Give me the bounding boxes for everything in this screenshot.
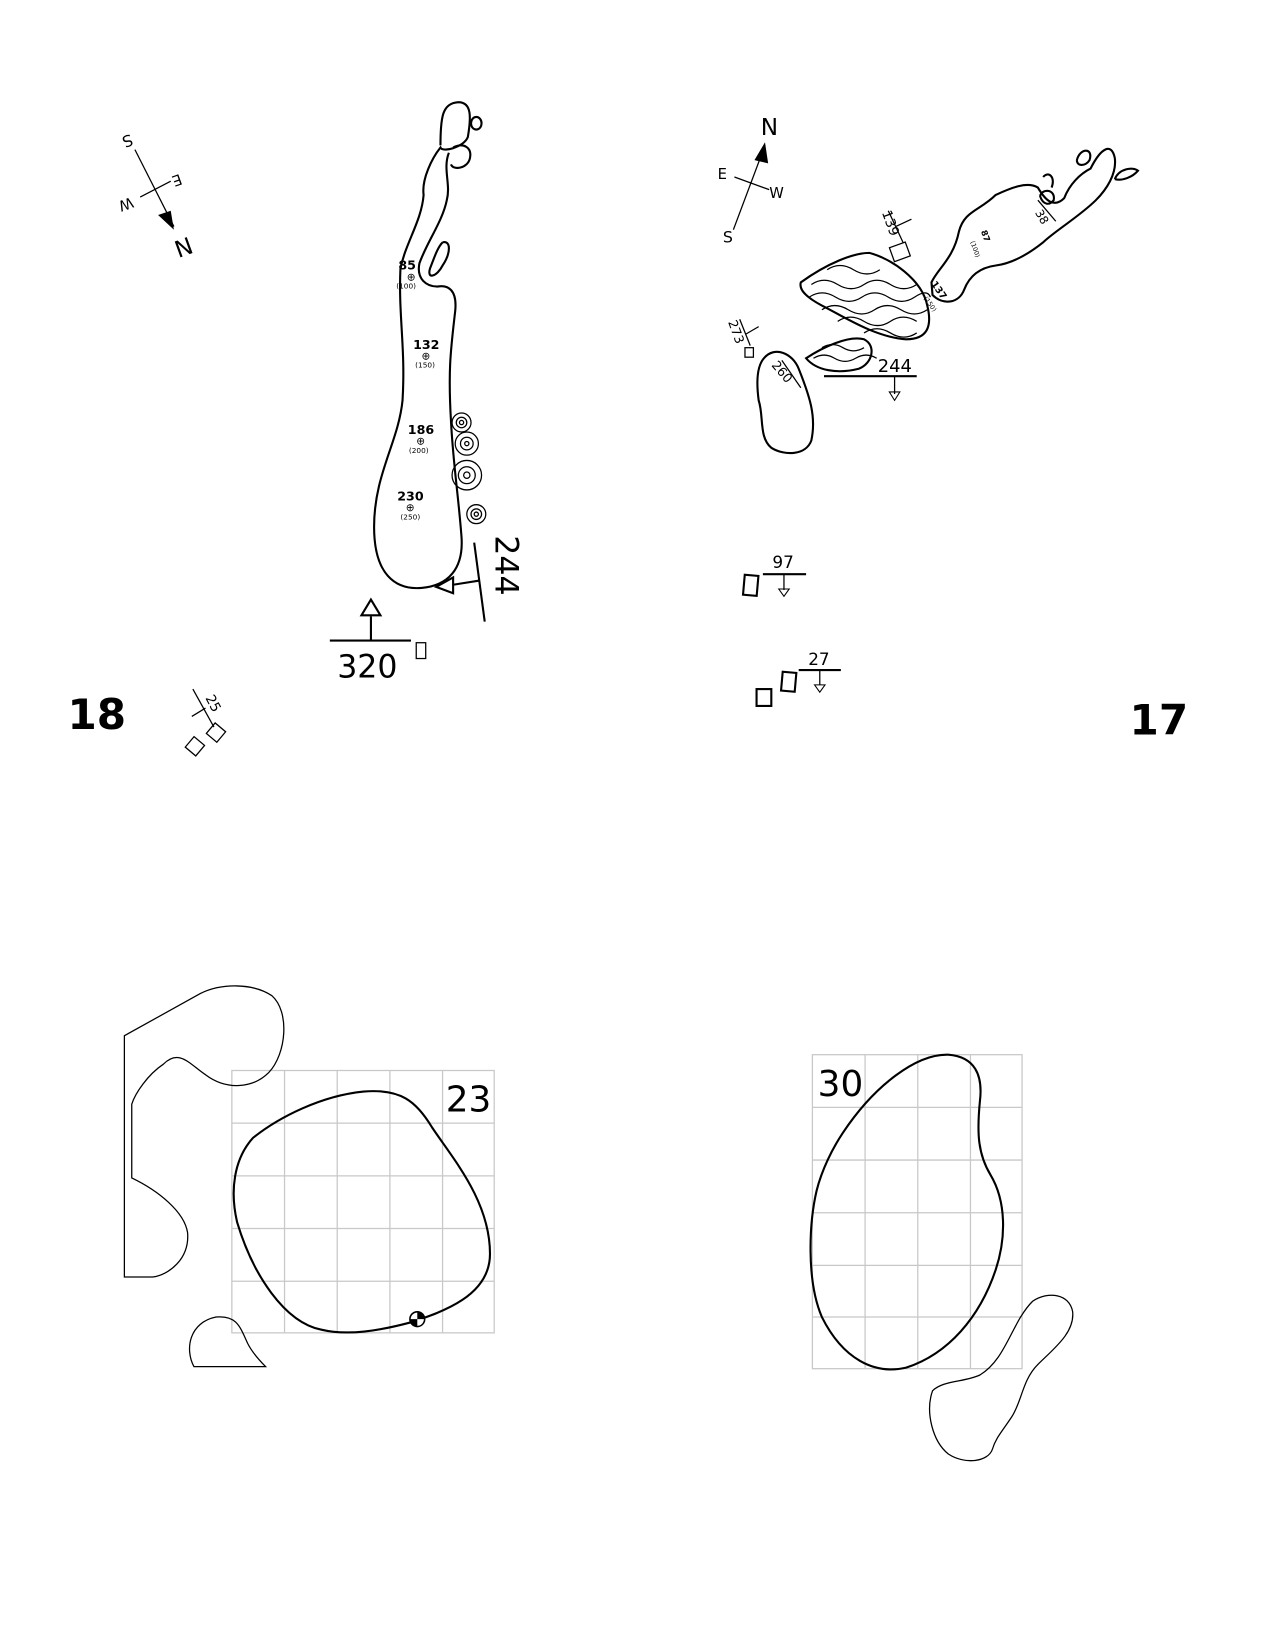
- distance-markers: 85 ⊕ (100) 132 ⊕ (150) 186 ⊕ (200) 230 ⊕…: [396, 258, 439, 522]
- svg-text:⊕: ⊕: [407, 271, 416, 283]
- svg-text:E: E: [169, 170, 184, 189]
- svg-text:273: 273: [725, 318, 747, 346]
- water-hazard: [799, 251, 932, 373]
- svg-text:⊕: ⊕: [416, 436, 425, 448]
- svg-text:230: 230: [397, 488, 424, 503]
- arrow-icon: [433, 575, 455, 595]
- tee-box: [415, 642, 427, 660]
- svg-text:139: 139: [878, 208, 902, 238]
- svg-text:W: W: [769, 185, 784, 202]
- green-23: 23: [123, 985, 495, 1368]
- svg-text:N: N: [171, 231, 197, 262]
- svg-text:S: S: [120, 130, 136, 151]
- tree-spirals-icon: [451, 412, 487, 525]
- svg-text:244: 244: [878, 356, 912, 377]
- tee-box: [755, 688, 773, 707]
- bunker-outline: [123, 985, 285, 1278]
- tee-box: [744, 347, 755, 358]
- tee-box: [888, 241, 912, 263]
- svg-text:S: S: [723, 227, 733, 246]
- svg-text:30: 30: [818, 1064, 864, 1105]
- tee-box: [184, 735, 206, 757]
- arrow-icon: [359, 597, 383, 617]
- hole-17: 17 N S E W 38 87 (100) 137 (150) 139: [718, 114, 1189, 745]
- green-30: 30: [809, 1053, 1074, 1462]
- svg-text:(100): (100): [396, 282, 416, 291]
- tee-box: [741, 573, 760, 598]
- fairway-outline: [930, 147, 1117, 303]
- svg-text:23: 23: [446, 1080, 492, 1121]
- svg-text:260: 260: [769, 358, 796, 386]
- svg-text:132: 132: [413, 337, 439, 352]
- svg-text:W: W: [116, 193, 136, 214]
- svg-text:97: 97: [772, 552, 793, 572]
- svg-text:186: 186: [408, 422, 435, 437]
- bunker-outline: [929, 1294, 1074, 1462]
- tee-box: [205, 722, 227, 744]
- svg-text:85: 85: [398, 258, 416, 273]
- hole-number-18: 18: [67, 690, 126, 739]
- svg-text:(150): (150): [415, 361, 435, 370]
- svg-text:⊕: ⊕: [406, 502, 415, 514]
- svg-text:27: 27: [808, 649, 829, 669]
- fairway-outline: [373, 101, 471, 590]
- green-outline: [809, 1053, 1005, 1371]
- svg-text:(200): (200): [409, 446, 429, 455]
- hole-18: 18 S N E W 85 ⊕ (100) 132 ⊕ (150) 186 ⊕ …: [67, 101, 523, 757]
- svg-text:87: 87: [979, 229, 992, 244]
- green-outline: [232, 1090, 492, 1334]
- svg-text:(250): (250): [400, 512, 420, 521]
- svg-text:244: 244: [487, 535, 523, 595]
- svg-text:N: N: [761, 114, 778, 141]
- compass-rose-icon: N S E W: [718, 114, 785, 246]
- svg-text:(100): (100): [968, 240, 980, 258]
- svg-text:320: 320: [337, 649, 397, 685]
- tee-box: [779, 670, 798, 693]
- compass-rose-icon: S N E W: [116, 130, 196, 262]
- svg-text:25: 25: [202, 692, 224, 715]
- hole-number-17: 17: [1130, 695, 1189, 744]
- bunker-outline: [188, 1316, 268, 1368]
- svg-text:⊕: ⊕: [422, 350, 431, 362]
- svg-text:E: E: [718, 166, 727, 183]
- svg-text:38: 38: [1032, 207, 1051, 227]
